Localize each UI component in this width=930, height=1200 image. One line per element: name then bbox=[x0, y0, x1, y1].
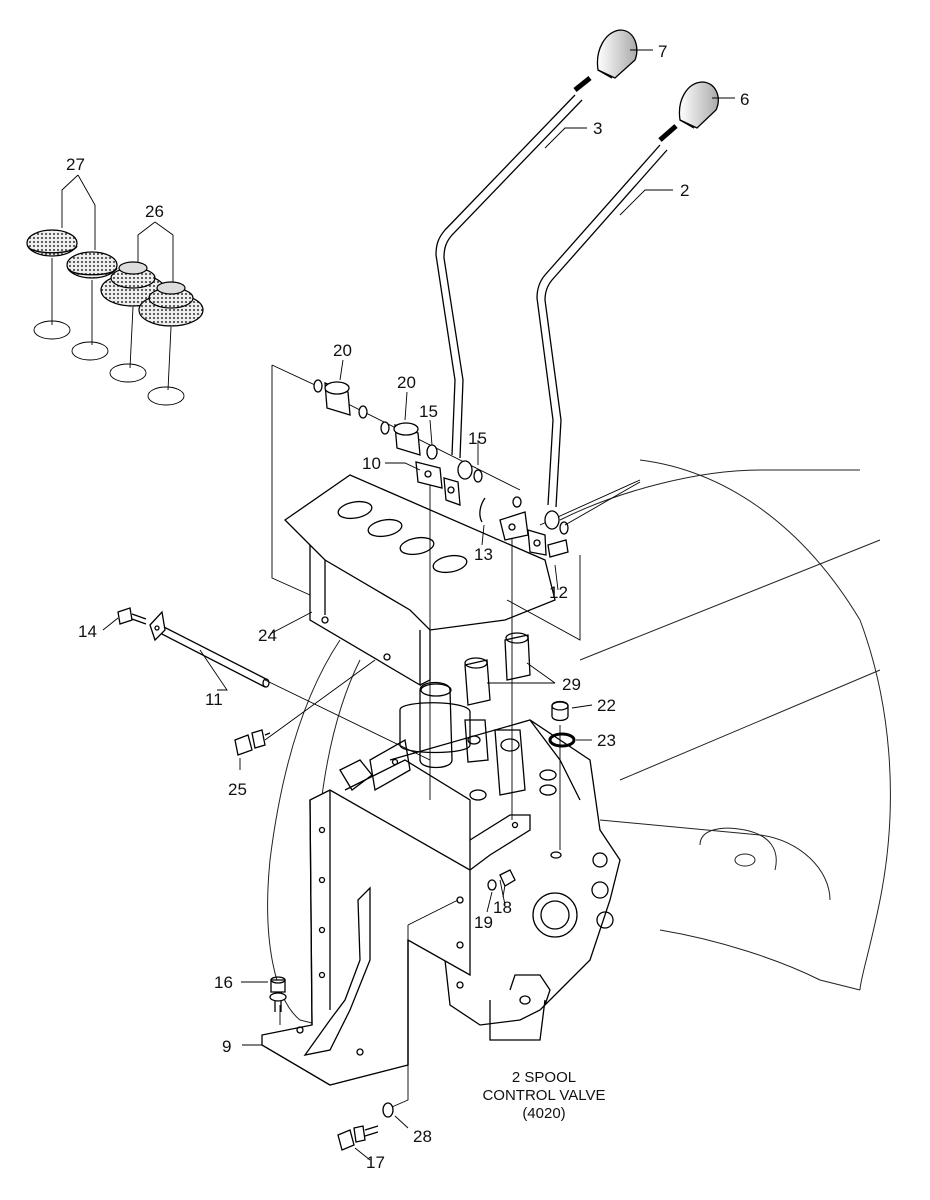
cover-plate bbox=[283, 474, 556, 687]
spool-spacers bbox=[464, 632, 531, 706]
caption-line-1: 2 SPOOL bbox=[512, 1069, 576, 1086]
callout-12: 12 bbox=[549, 583, 568, 602]
callout-9: 9 bbox=[222, 1037, 231, 1056]
callout-6: 6 bbox=[740, 90, 749, 109]
cover-27a bbox=[26, 229, 78, 340]
callout-20-right: 20 bbox=[397, 373, 416, 392]
bolt-25 bbox=[234, 729, 271, 756]
callout-28: 28 bbox=[413, 1127, 432, 1146]
o-ring-23 bbox=[548, 732, 576, 748]
callout-17: 17 bbox=[366, 1153, 385, 1172]
boot-26b bbox=[138, 281, 204, 406]
bolt-17 bbox=[337, 1125, 379, 1151]
bolt-16 bbox=[269, 976, 287, 1012]
callout-13: 13 bbox=[474, 545, 493, 564]
callout-14: 14 bbox=[78, 622, 97, 641]
callout-labels: 2 3 6 7 9 10 11 12 13 14 15 15 16 17 18 … bbox=[66, 42, 749, 1172]
caption-line-3: (4020) bbox=[522, 1105, 565, 1122]
callout-2: 2 bbox=[680, 181, 689, 200]
washer-28 bbox=[382, 1102, 394, 1118]
callout-24: 24 bbox=[258, 626, 277, 645]
callout-23: 23 bbox=[597, 731, 616, 750]
callout-20-left: 20 bbox=[333, 341, 352, 360]
callout-19: 19 bbox=[474, 913, 493, 932]
callout-16: 16 bbox=[214, 973, 233, 992]
plug-22 bbox=[551, 700, 569, 722]
callout-10: 10 bbox=[362, 454, 381, 473]
knob-7 bbox=[596, 29, 638, 79]
pivot-shaft-parts bbox=[313, 379, 641, 558]
callout-22: 22 bbox=[597, 696, 616, 715]
callout-11: 11 bbox=[205, 690, 223, 709]
lever-3 bbox=[435, 76, 592, 459]
callout-15-left: 15 bbox=[419, 402, 438, 421]
knob-6 bbox=[678, 81, 719, 129]
callout-27: 27 bbox=[66, 155, 85, 174]
bolt-14 bbox=[117, 607, 147, 625]
nut-18 bbox=[499, 869, 516, 887]
callout-26: 26 bbox=[145, 202, 164, 221]
link-rod bbox=[149, 610, 270, 688]
callout-15-right: 15 bbox=[468, 429, 487, 448]
callout-25: 25 bbox=[228, 780, 247, 799]
lever-2 bbox=[536, 124, 678, 508]
control-valve-caption: 2 SPOOL CONTROL VALVE (4020) bbox=[482, 1069, 605, 1122]
callout-7: 7 bbox=[658, 42, 667, 61]
washer-19 bbox=[487, 879, 497, 891]
caption-line-2: CONTROL VALVE bbox=[482, 1087, 605, 1104]
callout-29: 29 bbox=[562, 675, 581, 694]
mounting-bracket bbox=[261, 738, 531, 1086]
callout-3: 3 bbox=[593, 119, 602, 138]
cover-27b bbox=[66, 251, 118, 361]
leader-lines bbox=[61, 49, 735, 1161]
callout-18: 18 bbox=[493, 898, 512, 917]
